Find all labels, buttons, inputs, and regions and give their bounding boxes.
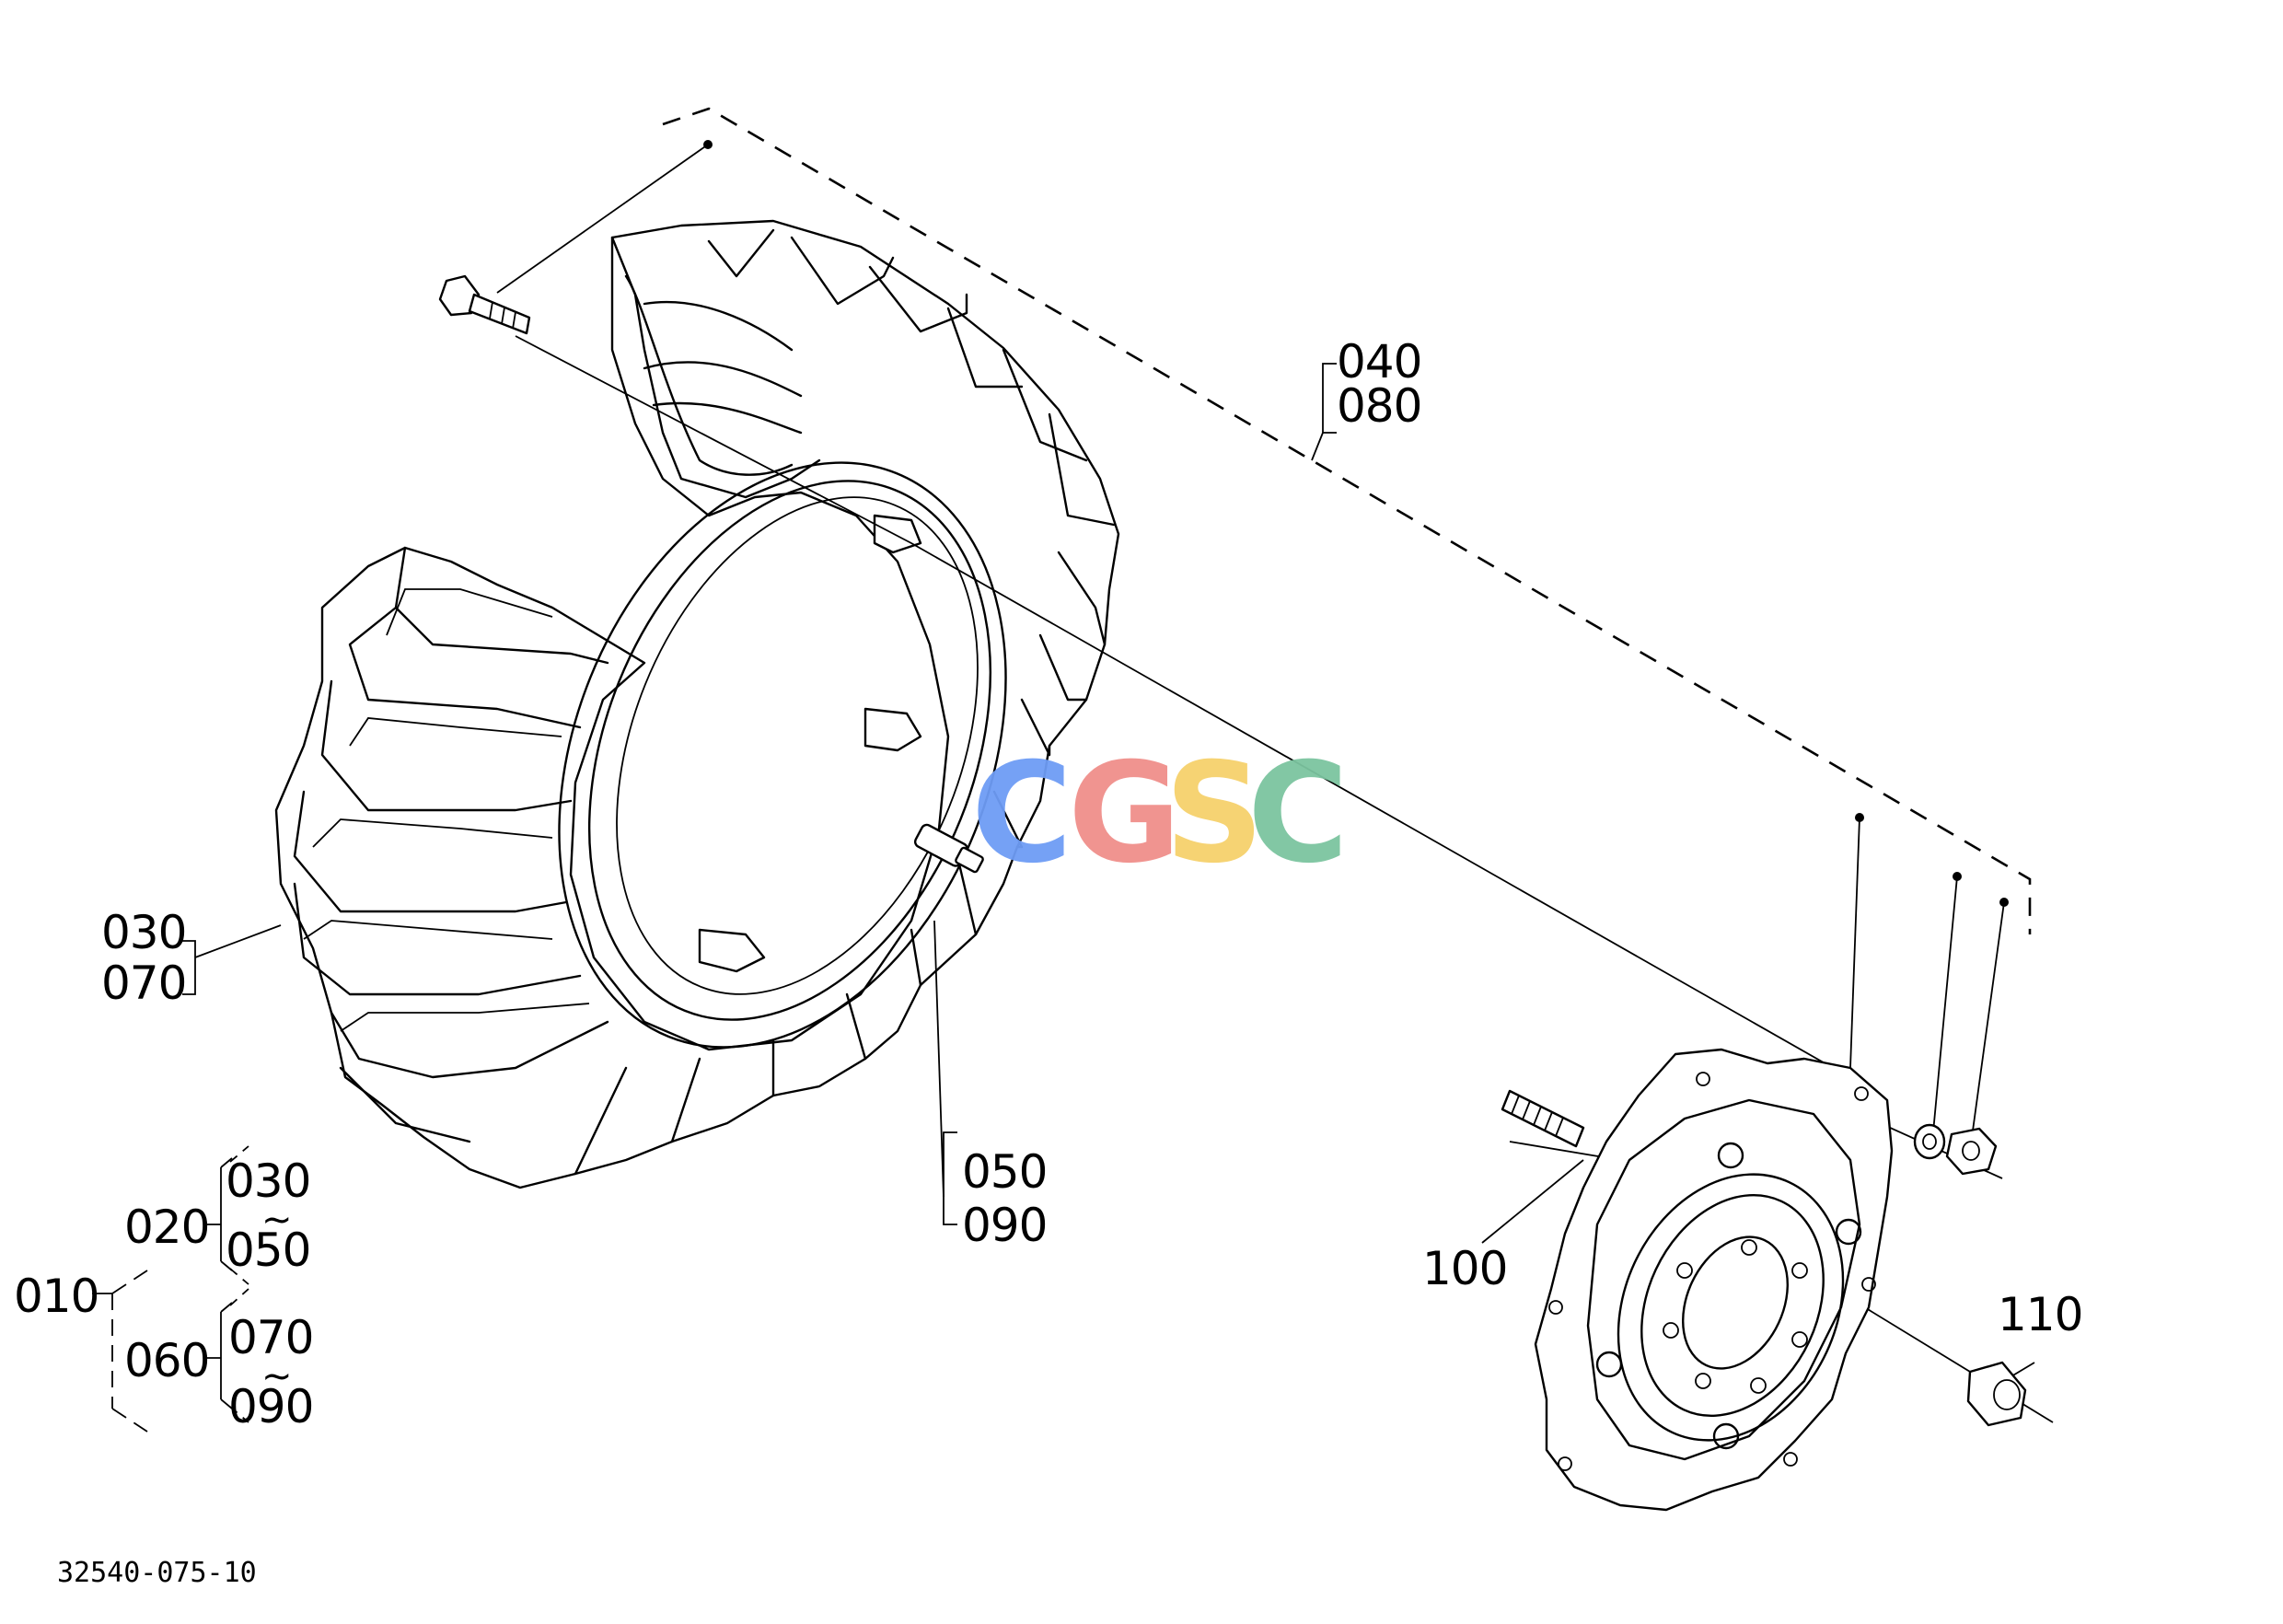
stud-bolt xyxy=(1501,1089,1585,1148)
group-060-from-070: 070 xyxy=(228,1311,313,1364)
rim-clip-upper xyxy=(863,707,922,752)
group-060-to-090: 090 xyxy=(228,1380,313,1433)
group-010: 010 xyxy=(14,1270,99,1323)
callout-080: 080 xyxy=(1337,379,1421,433)
callout-110: 110 xyxy=(1998,1288,2082,1341)
callout-100: 100 xyxy=(1422,1242,1507,1295)
watermark-letter-g: G xyxy=(1068,734,1181,894)
group-020-from-030: 030 xyxy=(226,1154,310,1208)
drawing-number: 32540-075-10 xyxy=(57,1557,257,1589)
watermark-letter-c1: C xyxy=(971,734,1072,894)
watermark-letter-s: S xyxy=(1165,734,1264,894)
callout-040: 040 xyxy=(1337,335,1421,389)
rim-clip-top xyxy=(873,514,922,554)
group-060-range-tilde: ~ xyxy=(261,1355,292,1398)
tractor-tire xyxy=(274,219,1120,1189)
callout-090: 090 xyxy=(962,1199,1047,1252)
wheel-hub-plate xyxy=(1534,1048,1894,1512)
callout-050: 050 xyxy=(962,1145,1047,1199)
callout-070: 070 xyxy=(101,957,186,1010)
washer-and-nut xyxy=(1913,1123,1998,1176)
assembly-boundary xyxy=(662,107,2032,934)
group-020-range-tilde: ~ xyxy=(261,1199,292,1241)
group-060: 060 xyxy=(124,1334,209,1387)
cap-nut xyxy=(1966,1361,2027,1427)
wheel-bolt xyxy=(438,274,531,335)
group-020: 020 xyxy=(124,1201,209,1254)
group-020-to-050: 050 xyxy=(226,1224,310,1277)
watermark-letter-c2: C xyxy=(1247,734,1349,894)
callout-brackets xyxy=(92,363,1337,1433)
valve-stem xyxy=(913,823,984,874)
watermark-logo: C G S C xyxy=(971,734,1349,894)
wheel-rim xyxy=(558,461,1007,1049)
callout-030: 030 xyxy=(101,906,186,959)
rim-clip-lower xyxy=(698,928,766,973)
